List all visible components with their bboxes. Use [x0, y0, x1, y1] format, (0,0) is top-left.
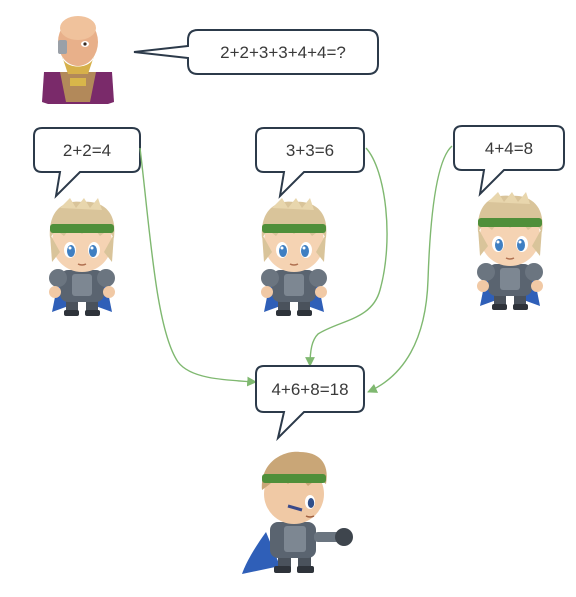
helper-text-2: 3+3=6 — [286, 141, 334, 160]
sage-character — [42, 16, 114, 104]
arrow-helper-2-to-result — [305, 147, 388, 367]
main-character — [242, 451, 353, 574]
arrow-helper-3-to-result — [367, 145, 453, 393]
result-bubble: 4+6+8=18 — [255, 365, 365, 442]
result-text: 4+6+8=18 — [271, 380, 348, 399]
arrow-helper-1-to-result — [139, 147, 257, 387]
helper-character-3 — [476, 191, 544, 311]
helper-bubble-1: 2+2=4 — [33, 127, 141, 199]
question-bubble: 2+2+3+3+4+4=? — [133, 29, 379, 75]
helper-text-3: 4+4=8 — [485, 139, 533, 158]
helper-bubble-3: 4+4=8 — [453, 125, 565, 197]
helper-bubble-2: 3+3=6 — [255, 127, 365, 199]
question-text: 2+2+3+3+4+4=? — [220, 43, 346, 62]
helper-text-1: 2+2=4 — [63, 141, 111, 160]
helper-character-2 — [260, 197, 328, 317]
helper-character-1 — [48, 197, 116, 317]
